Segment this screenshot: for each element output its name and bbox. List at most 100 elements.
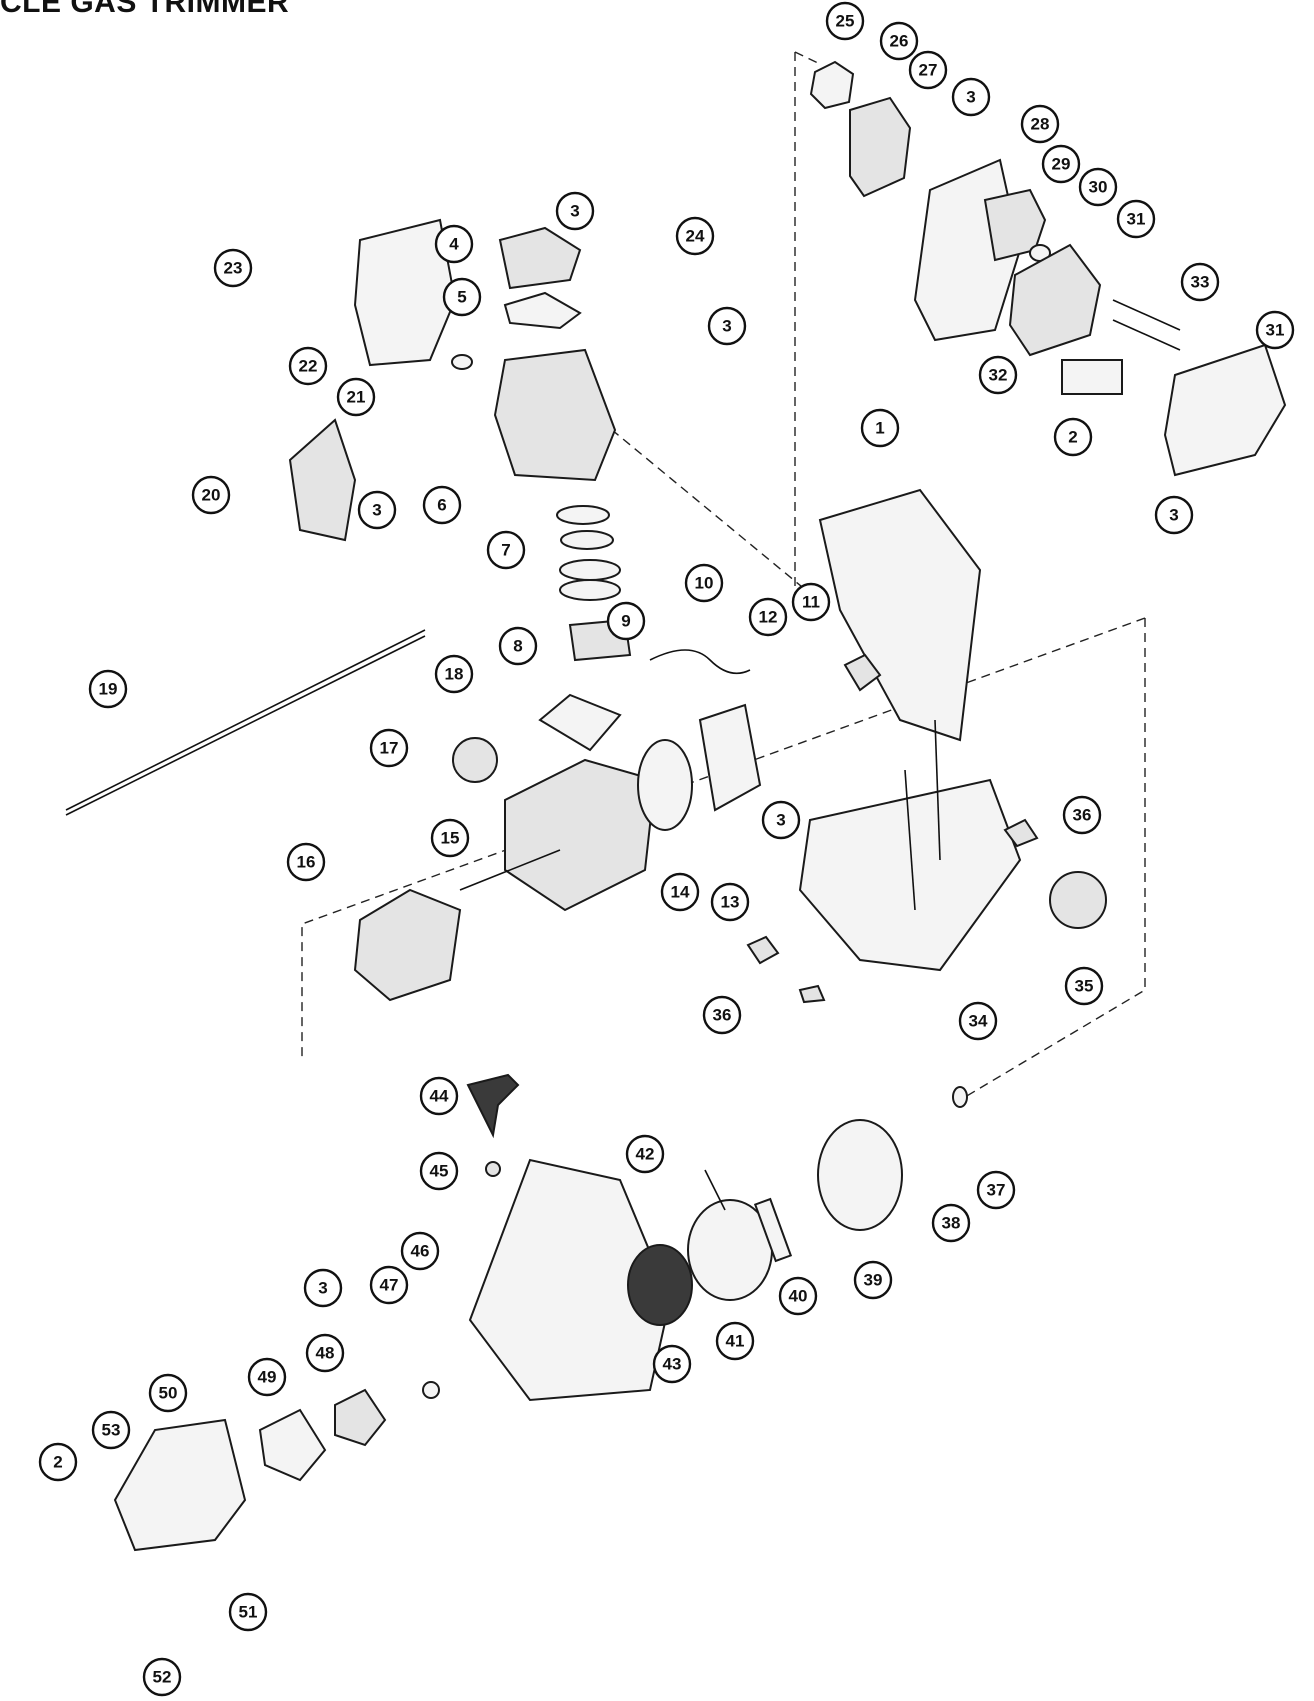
callout-3: 3 <box>1154 495 1194 535</box>
callout-circle <box>853 1260 893 1300</box>
part-ring-7a <box>556 505 610 525</box>
callout-circle <box>951 77 991 117</box>
callout-number: 2 <box>53 1453 62 1472</box>
callout-number: 49 <box>258 1368 277 1387</box>
callout-circle <box>419 1076 459 1116</box>
callout-39: 39 <box>853 1260 893 1300</box>
callout-number: 3 <box>722 317 731 336</box>
part-block-27 <box>849 96 912 198</box>
callout-47: 47 <box>369 1265 409 1305</box>
part-rope-42 <box>704 1169 726 1211</box>
callout-circle <box>148 1373 188 1413</box>
callout-number: 39 <box>864 1271 883 1290</box>
callout-40: 40 <box>778 1276 818 1316</box>
callout-32: 32 <box>978 355 1018 395</box>
callout-circle <box>1041 144 1081 184</box>
part-grommet-36c <box>798 984 826 1004</box>
callout-number: 41 <box>726 1332 745 1351</box>
callout-circle <box>978 355 1018 395</box>
callout-31: 31 <box>1255 310 1295 350</box>
part-spring-43 <box>627 1244 693 1326</box>
callout-number: 35 <box>1075 977 1094 996</box>
callout-number: 19 <box>99 680 118 699</box>
callout-number: 13 <box>721 893 740 912</box>
callout-number: 51 <box>239 1603 258 1622</box>
callout-4: 4 <box>434 224 474 264</box>
callout-circle <box>286 842 326 882</box>
callout-circle <box>879 21 919 61</box>
callout-3: 3 <box>761 800 801 840</box>
dashed-outlines <box>301 51 1146 1101</box>
callout-number: 3 <box>318 1279 327 1298</box>
callout-number: 9 <box>621 612 630 631</box>
callout-8: 8 <box>498 626 538 666</box>
part-filter-32 <box>1061 359 1123 395</box>
callout-circle <box>228 1592 268 1632</box>
callout-circle <box>305 1333 345 1373</box>
callout-circle <box>958 1001 998 1041</box>
callout-48: 48 <box>305 1333 345 1373</box>
callout-number: 7 <box>501 541 510 560</box>
callout-circle <box>660 872 700 912</box>
callout-number: 36 <box>713 1006 732 1025</box>
callout-number: 2 <box>1068 428 1077 447</box>
callout-circle <box>303 1268 343 1308</box>
callout-circle <box>1116 199 1156 239</box>
callout-36: 36 <box>702 995 742 1035</box>
callout-7: 7 <box>486 530 526 570</box>
callout-number: 11 <box>802 593 820 612</box>
callout-number: 36 <box>1073 806 1092 825</box>
callout-number: 15 <box>441 829 460 848</box>
callout-circle <box>625 1134 665 1174</box>
callout-circle <box>675 216 715 256</box>
part-housing-plate-39 <box>817 1119 903 1231</box>
part-fitting-11 <box>843 653 882 692</box>
page-title: CLE GAS TRIMMER <box>0 0 290 19</box>
callout-42: 42 <box>625 1134 665 1174</box>
callout-circle <box>357 490 397 530</box>
callout-number: 21 <box>347 388 366 407</box>
callout-number: 14 <box>671 883 690 902</box>
callout-3: 3 <box>707 306 747 346</box>
callout-28: 28 <box>1020 104 1060 144</box>
part-tube-34a <box>904 769 916 911</box>
callout-number: 42 <box>636 1145 655 1164</box>
callout-23: 23 <box>213 248 253 288</box>
part-washer-47 <box>422 1381 440 1399</box>
callout-number: 3 <box>776 811 785 830</box>
callout-number: 53 <box>102 1421 121 1440</box>
part-bolt-33b <box>1112 319 1181 351</box>
callout-49: 49 <box>247 1357 287 1397</box>
callout-2: 2 <box>1053 417 1093 457</box>
callout-44: 44 <box>419 1076 459 1116</box>
callout-circle <box>715 1321 755 1361</box>
callout-45: 45 <box>419 1151 459 1191</box>
callout-34: 34 <box>958 1001 998 1041</box>
callout-number: 38 <box>942 1214 961 1233</box>
callout-18: 18 <box>434 654 474 694</box>
callout-number: 48 <box>316 1344 335 1363</box>
part-housing-1 <box>818 488 982 742</box>
part-muffler-22 <box>353 218 457 367</box>
callout-number: 4 <box>449 235 459 254</box>
part-gear-17 <box>452 737 498 783</box>
part-carburetor-29 <box>983 188 1047 262</box>
callout-number: 44 <box>430 1087 449 1106</box>
callout-number: 50 <box>159 1384 178 1403</box>
part-hose-10 <box>649 649 751 675</box>
callout-circle <box>369 1265 409 1305</box>
callout-number: 47 <box>380 1276 399 1295</box>
callout-37: 37 <box>976 1170 1016 1210</box>
callout-9: 9 <box>606 601 646 641</box>
callout-number: 3 <box>966 88 975 107</box>
callout-circle <box>860 408 900 448</box>
callout-10: 10 <box>684 563 724 603</box>
callout-12: 12 <box>748 597 788 637</box>
part-air-box-31 <box>1008 243 1102 357</box>
callout-circle <box>1020 104 1060 144</box>
callout-53: 53 <box>91 1410 131 1450</box>
callout-number: 17 <box>380 739 399 758</box>
callout-19: 19 <box>88 669 128 709</box>
callout-circle <box>652 1344 692 1384</box>
